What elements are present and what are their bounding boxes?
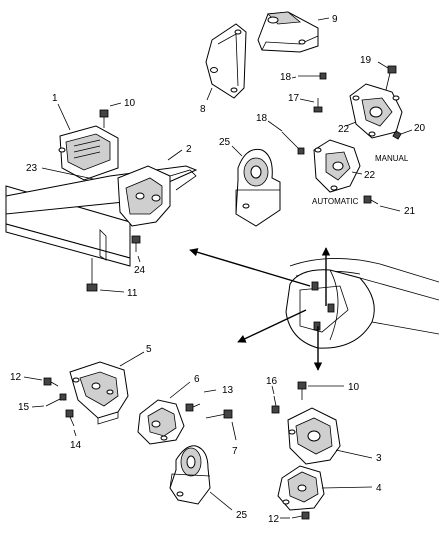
callout-23: 23 — [26, 163, 38, 174]
bolt-20 — [392, 130, 402, 140]
callout-1: 1 — [52, 93, 58, 104]
arrow-to-front-mount — [237, 309, 307, 343]
callout-12-right: 12 — [268, 514, 280, 525]
callout-17: 17 — [288, 93, 300, 104]
callout-18-lower: 18 — [256, 113, 268, 124]
bolt-18-upper — [298, 72, 327, 80]
bolt-10-upper — [99, 109, 109, 128]
bracket-6 — [137, 399, 185, 445]
callout-6: 6 — [194, 374, 200, 385]
callout-16: 16 — [266, 376, 278, 387]
callout-22-upper: 22 — [338, 124, 350, 135]
bracket-4 — [277, 465, 325, 511]
callout-22-lower: 22 — [364, 170, 376, 181]
callout-15: 15 — [18, 402, 30, 413]
bracket-2 — [117, 165, 197, 227]
bracket-5 — [69, 361, 129, 425]
bolt-12-left — [43, 377, 59, 387]
callout-10-lower: 10 — [348, 382, 360, 393]
bolt-15 — [45, 393, 67, 407]
callout-3: 3 — [376, 453, 382, 464]
label-automatic: AUTOMATIC — [312, 197, 359, 206]
mount-3 — [287, 407, 341, 465]
label-manual: MANUAL — [375, 154, 409, 163]
bracket-8 — [205, 23, 247, 99]
callout-21: 21 — [404, 206, 416, 217]
bolt-18-lower — [281, 131, 305, 155]
mount-22-automatic — [313, 139, 361, 193]
callout-13: 13 — [222, 385, 234, 396]
bolt-21 — [363, 195, 379, 205]
arrow-to-left-mount — [189, 248, 311, 287]
mount-25-upper — [235, 148, 281, 227]
callout-20: 20 — [414, 123, 426, 134]
callout-9: 9 — [332, 14, 338, 25]
callout-8: 8 — [200, 104, 206, 115]
callout-19: 19 — [360, 55, 372, 66]
bolt-12-right — [291, 511, 310, 520]
bolt-10-lower — [297, 381, 307, 400]
bracket-9 — [257, 11, 319, 53]
mount-25-lower — [169, 445, 211, 505]
callout-7: 7 — [232, 446, 238, 457]
bolt-19 — [385, 65, 397, 91]
bolt-13 — [185, 403, 201, 412]
callout-25-upper: 25 — [219, 137, 231, 148]
callout-2: 2 — [186, 144, 192, 155]
callout-18-upper: 18 — [280, 72, 292, 83]
mount-22-manual — [349, 83, 403, 139]
callout-10-upper: 10 — [124, 98, 136, 109]
callout-5: 5 — [146, 344, 152, 355]
bolt-11 — [86, 258, 98, 292]
bolt-16 — [271, 395, 280, 414]
callout-25-lower: 25 — [236, 510, 248, 521]
mount-1 — [58, 125, 119, 181]
callout-14: 14 — [70, 440, 82, 451]
callout-24: 24 — [134, 265, 146, 276]
callout-11: 11 — [127, 288, 138, 299]
bolt-14 — [65, 409, 75, 427]
callout-12-left: 12 — [10, 372, 22, 383]
vehicle-body-outline — [285, 258, 439, 349]
bolt-24 — [131, 235, 141, 252]
bolt-7 — [205, 409, 233, 419]
bolt-17 — [313, 98, 323, 113]
callout-4: 4 — [376, 483, 382, 494]
